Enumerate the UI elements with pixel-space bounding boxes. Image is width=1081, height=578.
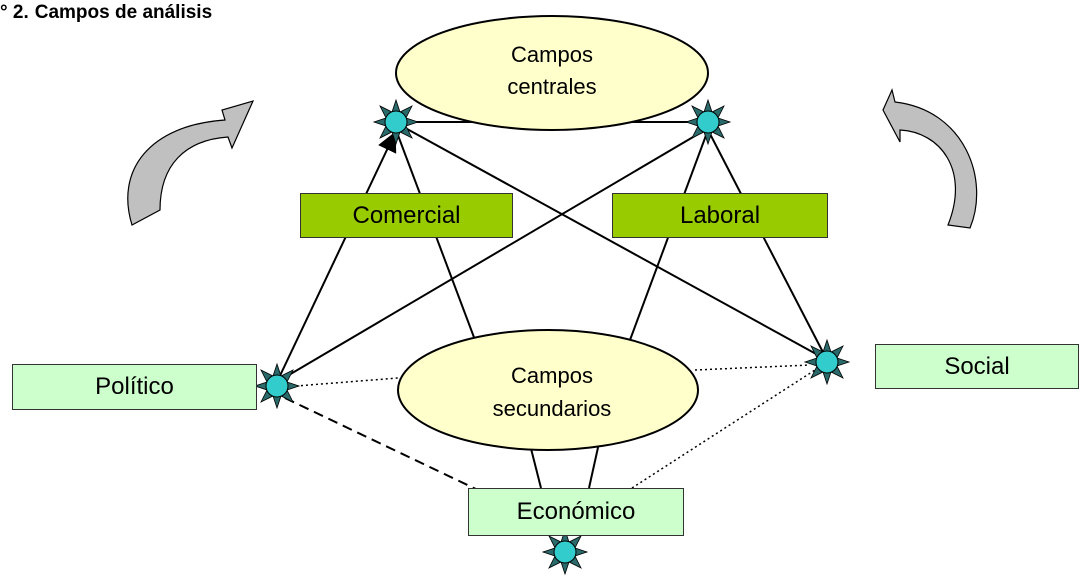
economico-label: Económico bbox=[516, 498, 636, 525]
social-label: Social bbox=[944, 352, 1010, 380]
star-node-central-left-icon bbox=[373, 99, 419, 145]
line-politico-to-secondary bbox=[295, 377, 399, 387]
curved-arrow-left-icon bbox=[127, 100, 255, 226]
central-fields-label-line1: Campos bbox=[511, 42, 593, 67]
comercial-label: Comercial bbox=[352, 201, 461, 229]
secondary-fields-label-line1: Campos bbox=[511, 363, 593, 388]
economico-box: Económico bbox=[468, 488, 684, 536]
heading-title: Campos de análisis bbox=[34, 2, 213, 23]
central-fields-label-line2: centrales bbox=[507, 74, 596, 99]
laboral-box: Laboral bbox=[612, 193, 828, 238]
star-node-social-icon bbox=[804, 339, 850, 385]
section-heading: ° 2.Campos de análisis bbox=[0, 2, 212, 24]
line-politico-to-central-left bbox=[276, 131, 397, 383]
secondary-fields-label-line2: secundarios bbox=[493, 396, 612, 421]
central-fields-ellipse bbox=[395, 15, 709, 131]
line-politico-to-central-right bbox=[276, 129, 706, 383]
curved-arrow-right-icon bbox=[882, 88, 978, 229]
politico-box: Político bbox=[12, 364, 257, 410]
star-node-economico-icon bbox=[542, 529, 588, 575]
star-node-politico-icon bbox=[254, 363, 300, 409]
laboral-label: Laboral bbox=[679, 201, 761, 229]
line-economico-to-social bbox=[631, 369, 816, 489]
secondary-fields-ellipse bbox=[397, 329, 699, 451]
line-social-to-central-right bbox=[707, 129, 828, 361]
line-social-to-central-left bbox=[397, 123, 828, 361]
heading-prefix: ° bbox=[0, 2, 8, 23]
line-secondary-to-social bbox=[694, 364, 811, 371]
dotted-lines bbox=[295, 364, 816, 489]
politico-label: Político bbox=[95, 373, 174, 400]
comercial-box: Comercial bbox=[300, 193, 513, 238]
social-box: Social bbox=[875, 344, 1079, 389]
dashed-line-politico-to-economico bbox=[284, 397, 479, 491]
star-node-central-right-icon bbox=[685, 99, 731, 145]
heading-number: 2. bbox=[12, 2, 29, 23]
